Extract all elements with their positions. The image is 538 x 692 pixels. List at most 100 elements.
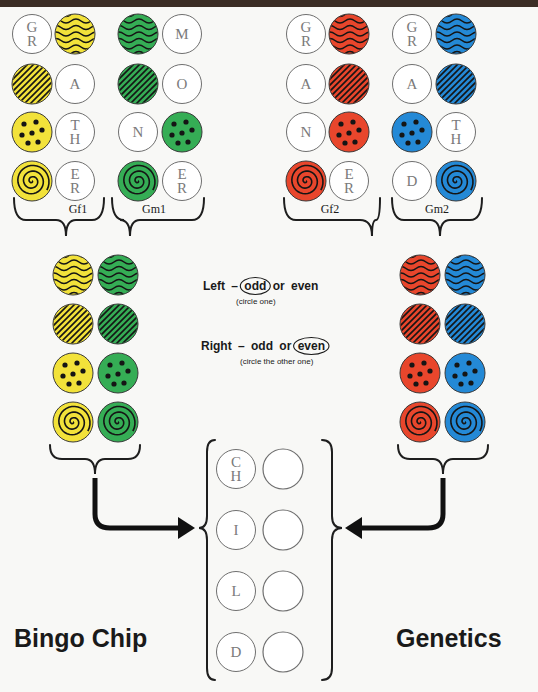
letter-text: E R (174, 167, 190, 195)
bingo-chip (98, 402, 138, 442)
chip-pattern (18, 165, 49, 193)
chip-pattern (49, 254, 99, 297)
wave-line (325, 19, 375, 23)
letter-circle: N (286, 112, 326, 152)
chip-dot (35, 139, 40, 144)
letter-circle: D (216, 632, 256, 672)
chip-dot (39, 127, 44, 132)
letter-text: E R (341, 167, 357, 195)
letter-text: A (70, 77, 81, 91)
bingo-chip (12, 112, 52, 152)
chip-pattern (452, 360, 477, 386)
wave-line (114, 52, 164, 56)
chip-pattern (442, 165, 473, 193)
letter-text: D (231, 645, 242, 659)
chip-dot (338, 121, 343, 126)
stripe-line (134, 298, 186, 350)
chip-disc (436, 161, 476, 201)
bingo-chip (400, 402, 440, 442)
chip-pattern (59, 406, 90, 434)
chip-dot (399, 132, 404, 137)
chip-disc (162, 112, 202, 152)
chip-dot (105, 373, 110, 378)
bingo-chip (397, 298, 533, 350)
wave-line (441, 260, 491, 264)
bingo-chip (436, 161, 476, 201)
wave-line (432, 52, 482, 56)
brace (398, 445, 488, 474)
chip-disc (12, 161, 52, 201)
letter-circle: G R (12, 14, 52, 54)
chip-disc (53, 402, 93, 442)
chip-dot (405, 140, 410, 145)
wave-line (51, 32, 101, 36)
letter-text: N (301, 125, 312, 139)
chip-dot (19, 132, 24, 137)
chip-dot (125, 368, 130, 373)
wave-line (396, 293, 446, 297)
chip-dot (427, 368, 432, 373)
chip-dot (76, 380, 81, 385)
chip-disc (12, 112, 52, 152)
chip-pattern (406, 406, 437, 434)
chip-pattern (94, 254, 144, 297)
wave-line (325, 45, 375, 49)
stripe-line (116, 298, 168, 350)
chip-dot (409, 362, 414, 367)
wave-line (432, 39, 482, 43)
chip-disc (445, 353, 485, 393)
letter-text: N (133, 125, 144, 139)
stripe-line (469, 298, 521, 350)
wave-line (114, 39, 164, 43)
bingo-chip (53, 402, 93, 442)
bingo-chip (98, 353, 138, 393)
wave-line (432, 13, 482, 17)
chip-dot (401, 121, 406, 126)
bingo-chip (352, 298, 488, 350)
wave-line (94, 260, 144, 264)
stripe-line (0, 58, 34, 110)
thick-arrow (95, 478, 180, 528)
spiral-line (442, 165, 473, 193)
stripe-line (481, 298, 533, 350)
chip-dot (342, 140, 347, 145)
chip-pattern (60, 360, 85, 386)
spiral-line (406, 406, 437, 434)
grid-label: Gm1 (142, 203, 166, 217)
chip-dot (171, 121, 176, 126)
chip-dot (458, 381, 463, 386)
wave-line (51, 26, 101, 30)
stripe-line (460, 58, 512, 110)
stripe-line (128, 298, 180, 350)
chip-pattern (169, 119, 194, 145)
chip-pattern (104, 406, 135, 434)
letter-text: C H (228, 455, 244, 483)
spiral-line (104, 406, 135, 434)
chip-dot (346, 130, 351, 135)
chip-pattern (407, 360, 432, 386)
brace (14, 198, 104, 236)
chip-dot (179, 130, 184, 135)
chip-dot (336, 132, 341, 137)
stripe-line (451, 298, 503, 350)
empty-circle (263, 510, 303, 550)
bingo-chip (162, 112, 202, 152)
chip-dot (60, 373, 65, 378)
chip-dot (466, 360, 471, 365)
wave-line (49, 273, 99, 277)
letter-text: T H (448, 118, 464, 146)
letter-text: G R (24, 20, 40, 48)
wave-line (114, 13, 164, 17)
wave-line (441, 286, 491, 290)
bingo-chip (392, 112, 432, 152)
wave-line (396, 280, 446, 284)
empty-circles (263, 449, 303, 672)
chip-dot (423, 380, 428, 385)
arrow-head (345, 517, 362, 539)
bingo-chip (114, 13, 164, 56)
chip-pattern (51, 13, 101, 56)
letter-text: A (301, 77, 312, 91)
chip-pattern (105, 360, 130, 386)
wave-line (396, 254, 446, 258)
stripe-line (454, 58, 506, 110)
